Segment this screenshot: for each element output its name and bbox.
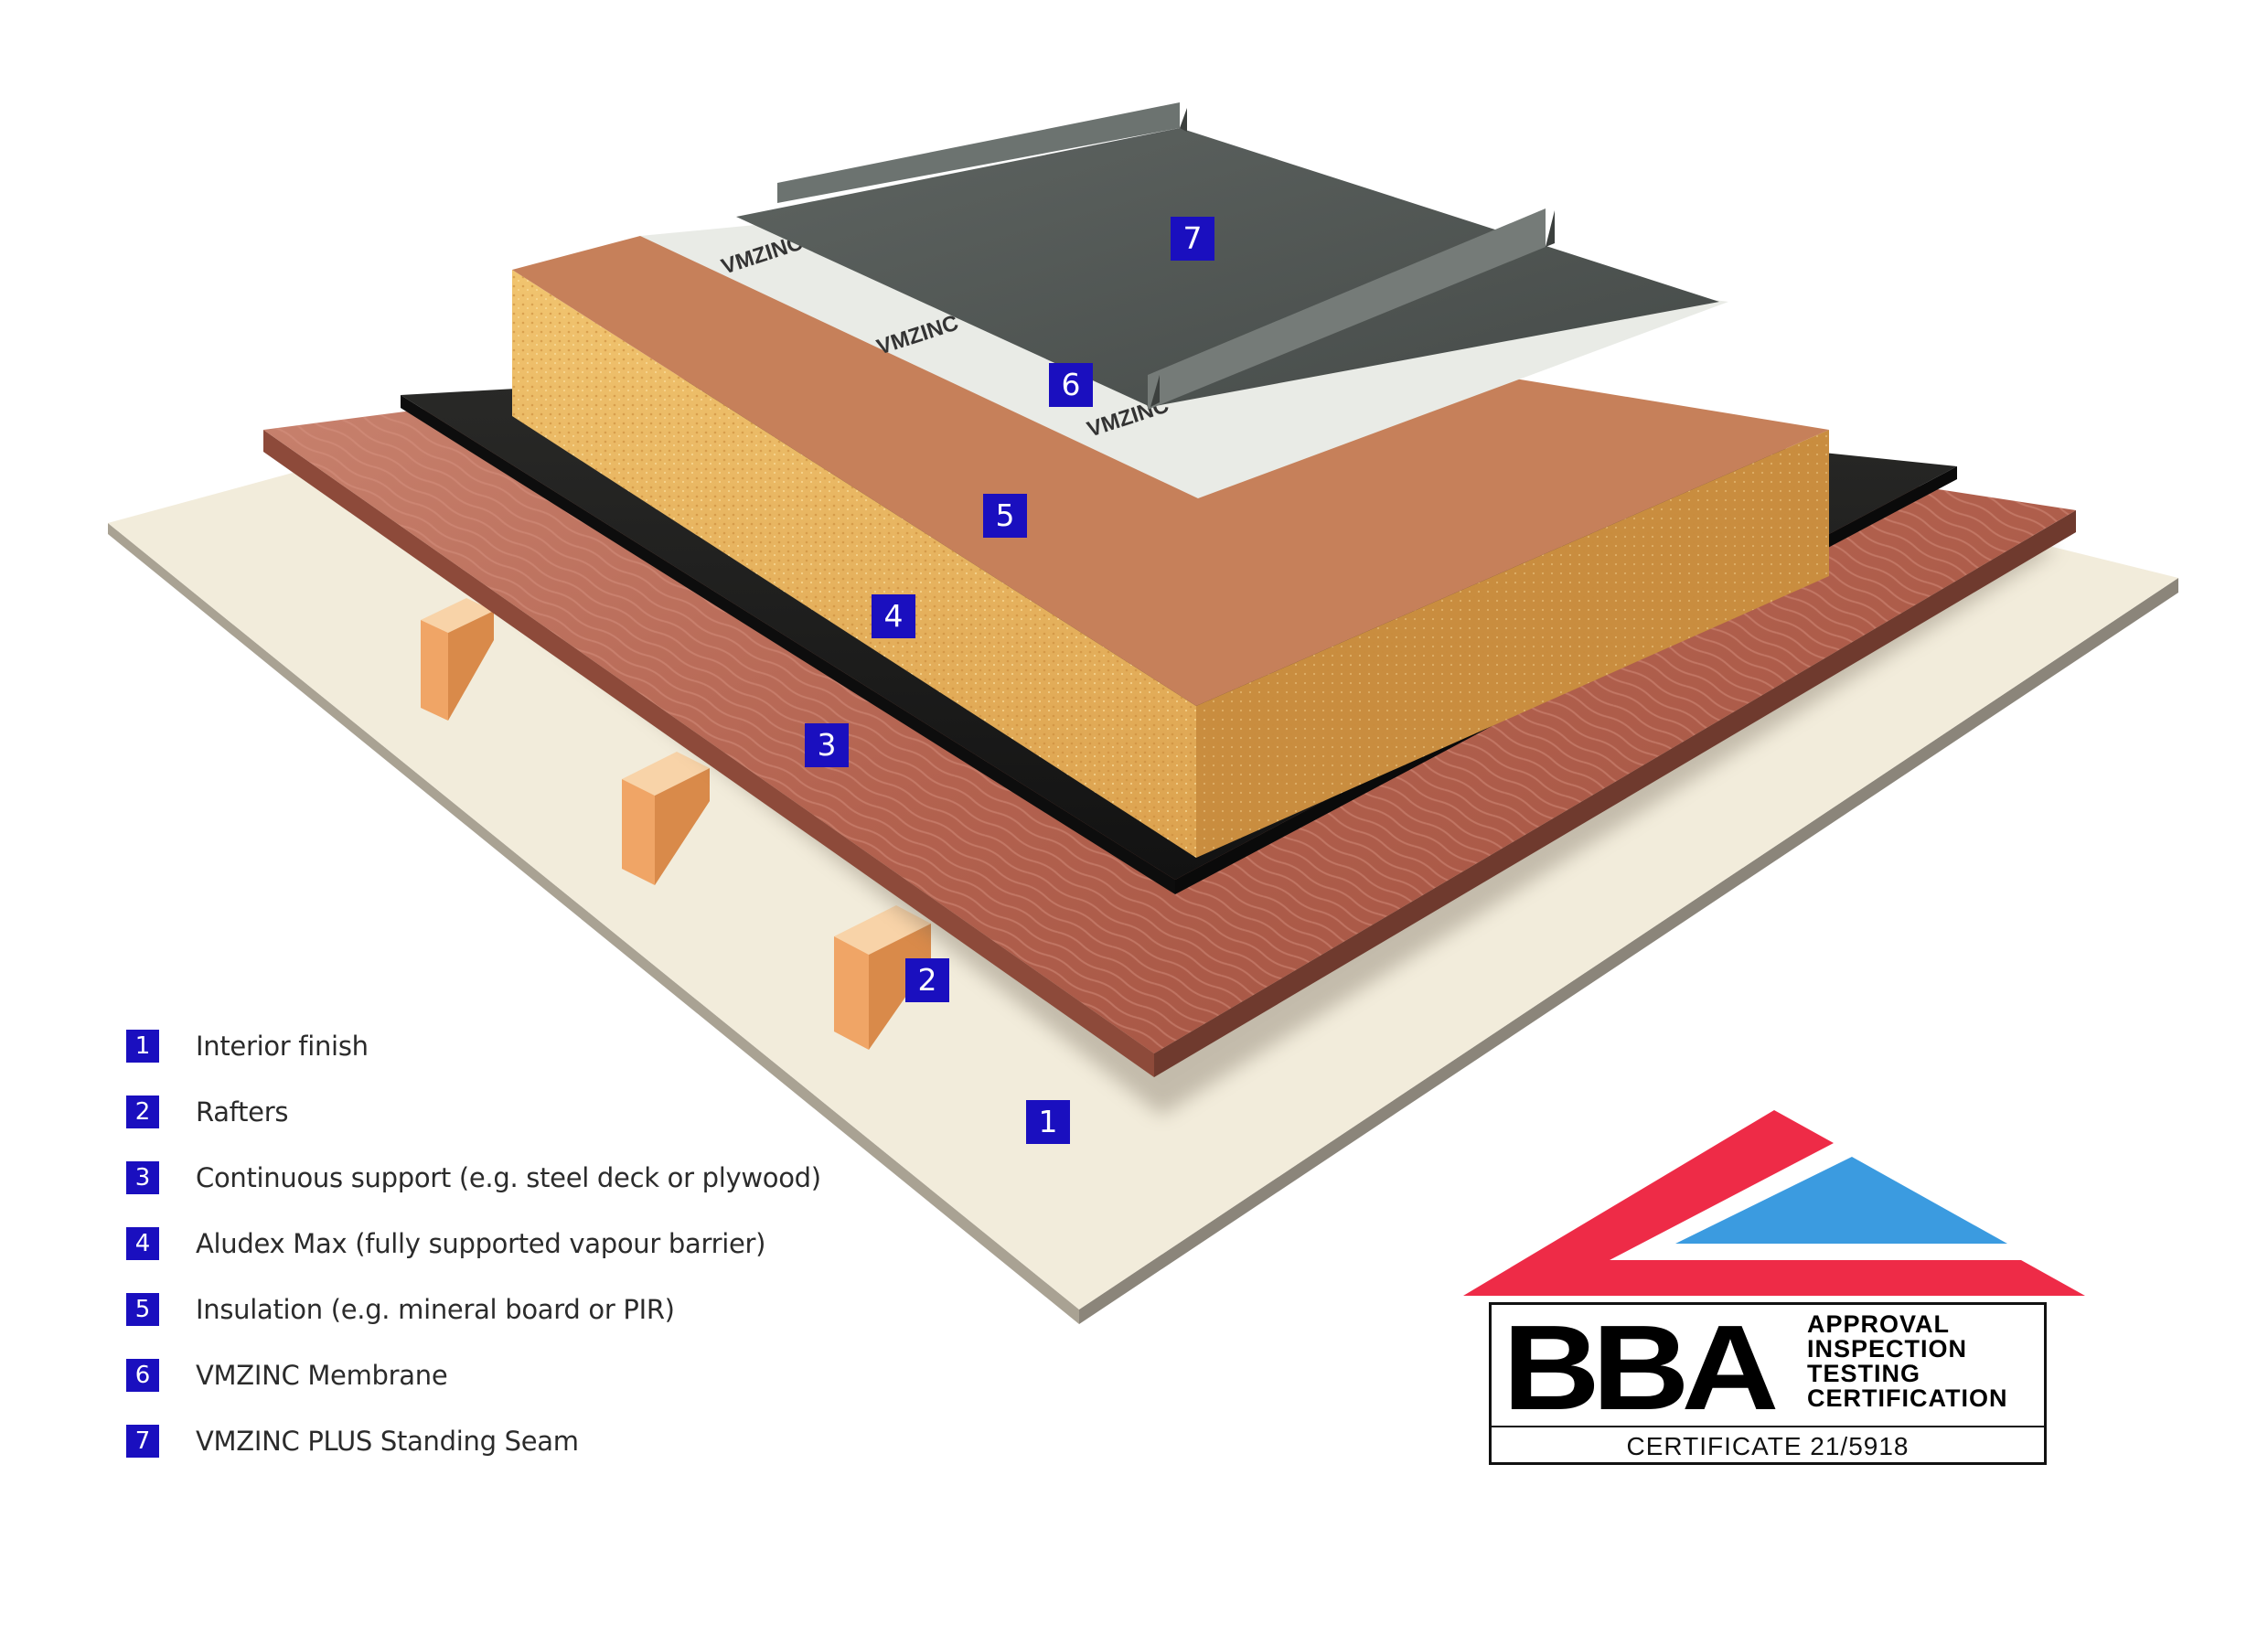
callout-3: 3 xyxy=(805,723,849,767)
zinc-standing-seam-layer xyxy=(736,102,1719,410)
legend-label: VMZINC PLUS Standing Seam xyxy=(196,1426,579,1457)
bba-tag-testing: TESTING xyxy=(1807,1360,1921,1387)
legend-number: 2 xyxy=(126,1096,159,1128)
bba-badge: BBA APPROVAL INSPECTION TESTING CERTIFIC… xyxy=(1489,1302,2047,1465)
legend-label: Interior finish xyxy=(196,1031,369,1062)
bba-wordmark: BBA xyxy=(1503,1300,1779,1435)
bba-certification-logo: BBA APPROVAL INSPECTION TESTING CERTIFIC… xyxy=(1463,1106,2085,1472)
rafter-2 xyxy=(622,752,710,885)
legend-number: 5 xyxy=(126,1293,159,1326)
callout-4: 4 xyxy=(872,594,915,638)
legend-number: 6 xyxy=(126,1359,159,1392)
bba-taglines: APPROVAL INSPECTION TESTING CERTIFICATIO… xyxy=(1807,1312,2007,1411)
legend-item-membrane: 6 VMZINC Membrane xyxy=(126,1342,949,1408)
callout-1: 1 xyxy=(1026,1100,1070,1144)
bba-tag-certification: CERTIFICATION xyxy=(1807,1384,2008,1412)
legend-item-rafters: 2 Rafters xyxy=(126,1079,949,1145)
callout-7: 7 xyxy=(1171,217,1214,261)
legend-item-interior-finish: 1 Interior finish xyxy=(126,1013,949,1079)
legend: 1 Interior finish 2 Rafters 3 Continuous… xyxy=(126,1013,949,1474)
legend-label: Aludex Max (fully supported vapour barri… xyxy=(196,1228,766,1259)
bba-tag-approval: APPROVAL xyxy=(1807,1310,1951,1338)
legend-label: VMZINC Membrane xyxy=(196,1360,448,1391)
legend-item-standing-seam: 7 VMZINC PLUS Standing Seam xyxy=(126,1408,949,1474)
legend-label: Insulation (e.g. mineral board or PIR) xyxy=(196,1294,675,1325)
callout-2: 2 xyxy=(905,958,949,1002)
seam-1 xyxy=(777,102,1180,203)
bba-tag-inspection: INSPECTION xyxy=(1807,1335,1968,1363)
callout-6: 6 xyxy=(1049,363,1093,407)
legend-number: 7 xyxy=(126,1425,159,1458)
legend-number: 3 xyxy=(126,1161,159,1194)
legend-label: Continuous support (e.g. steel deck or p… xyxy=(196,1162,821,1193)
legend-label: Rafters xyxy=(196,1096,289,1128)
rafter-1 xyxy=(421,598,494,721)
rafters-layer xyxy=(421,598,931,1050)
bba-roof-mark xyxy=(1463,1110,2085,1296)
legend-number: 1 xyxy=(126,1030,159,1063)
legend-number: 4 xyxy=(126,1227,159,1260)
rafter-3 xyxy=(834,905,931,1050)
legend-item-vapour-barrier: 4 Aludex Max (fully supported vapour bar… xyxy=(126,1211,949,1277)
bba-divider xyxy=(1492,1426,2044,1427)
certificate-number: CERTIFICATE 21/5918 xyxy=(1626,1432,1910,1460)
legend-item-insulation: 5 Insulation (e.g. mineral board or PIR) xyxy=(126,1277,949,1342)
legend-item-continuous-support: 3 Continuous support (e.g. steel deck or… xyxy=(126,1145,949,1211)
seam-2 xyxy=(1148,208,1546,410)
callout-5: 5 xyxy=(983,494,1027,538)
